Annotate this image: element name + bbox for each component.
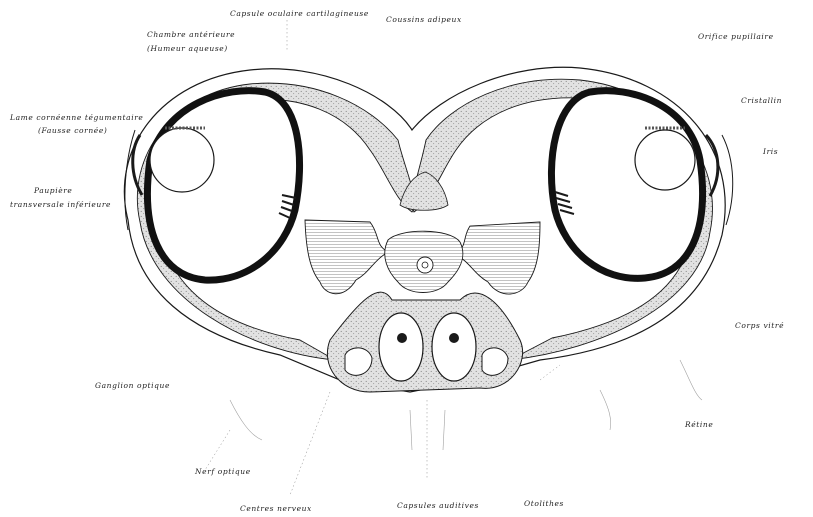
label-transversale: transversale inférieure [10,201,111,209]
fat-pad-right [455,222,540,294]
label-chambre: Chambre antérieure [147,31,235,39]
auditory-capsule-right [432,313,476,381]
label-coussins: Coussins adipeux [386,16,462,24]
otolith-left [397,333,407,343]
otolith-right [449,333,459,343]
lens-right [635,130,695,190]
label-capsules: Capsules auditives [397,502,479,510]
label-corps: Corps vitré [735,322,784,330]
lower-brain-frame [327,292,522,392]
label-fausse: (Fausse cornée) [38,127,107,135]
central-nucleus [417,257,433,273]
label-iris: Iris [763,148,778,156]
label-orifice: Orifice pupillaire [698,33,774,41]
label-capsule: Capsule oculaire cartilagineuse [230,10,369,18]
label-retine: Rétine [685,421,713,429]
eyelid-right [722,135,733,225]
label-otolithes: Otolithes [524,500,564,508]
label-paupiere: Paupière [34,187,72,195]
auditory-capsule-left [379,313,423,381]
label-humeur: (Humeur aqueuse) [147,45,228,53]
label-ganglion: Ganglion optique [95,382,170,390]
label-centres: Centres nerveux [240,505,312,513]
fat-pad-left [305,220,388,294]
label-cristallin: Cristallin [741,97,782,105]
label-lame: Lame cornéenne tégumentaire [10,114,143,122]
lens-left [150,128,214,192]
label-nerf: Nerf optique [195,468,251,476]
